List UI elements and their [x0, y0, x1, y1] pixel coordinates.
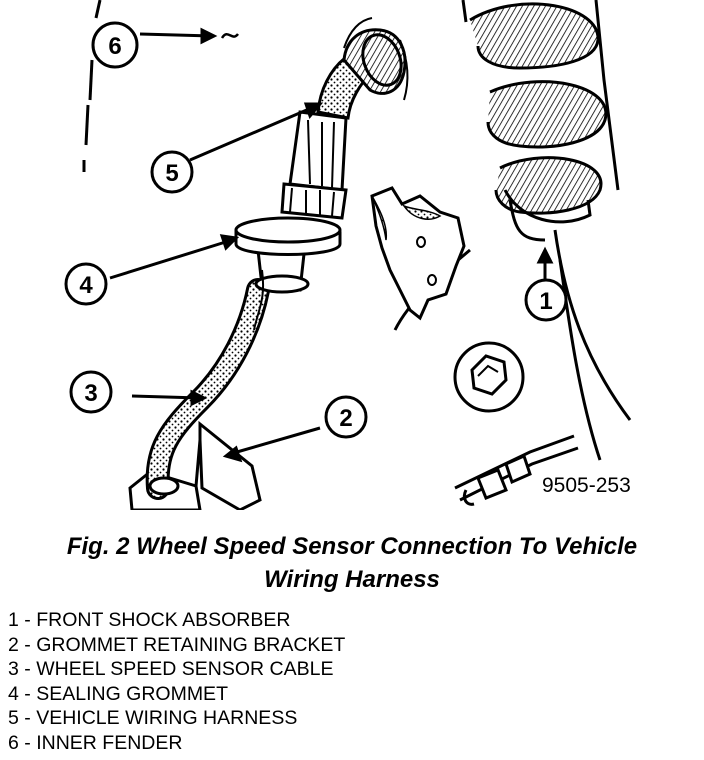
legend-number: 6 [8, 731, 19, 754]
legend-label: GROMMET RETAINING BRACKET [36, 633, 346, 656]
inner-fender-edge [82, 0, 102, 172]
legend-item: 5 - VEHICLE WIRING HARNESS [8, 706, 345, 731]
legend-separator: - [24, 682, 31, 705]
legend-item: 2 - GROMMET RETAINING BRACKET [8, 633, 345, 658]
figure-caption: Fig. 2 Wheel Speed Sensor Connection To … [0, 530, 704, 596]
callout-4-number: 4 [79, 272, 93, 299]
callout-6: 6 [91, 21, 139, 69]
legend-label: INNER FENDER [36, 731, 183, 754]
callout-4: 4 [64, 262, 108, 306]
legend-number: 4 [8, 682, 19, 705]
callout-6-number: 6 [108, 33, 121, 60]
callout-2: 2 [324, 395, 368, 439]
legend-label: VEHICLE WIRING HARNESS [36, 707, 298, 730]
legend-number: 2 [8, 633, 19, 656]
brake-line-fitting [454, 434, 579, 506]
legend-number: 3 [8, 658, 19, 681]
callout-1-number: 1 [539, 288, 552, 315]
legend-item: 6 - INNER FENDER [8, 731, 345, 756]
legend-item: 4 - SEALING GROMMET [8, 682, 345, 707]
figure-caption-line-1: Fig. 2 Wheel Speed Sensor Connection To … [66, 533, 638, 560]
legend-separator: - [24, 633, 31, 656]
fender-access-opening [370, 186, 466, 321]
callout-legend: 1 - FRONT SHOCK ABSORBER 2 - GROMMET RET… [8, 608, 345, 756]
legend-item: 3 - WHEEL SPEED SENSOR CABLE [8, 657, 345, 682]
legend-separator: - [24, 609, 31, 631]
legend-number: 5 [8, 707, 19, 730]
legend-label: WHEEL SPEED SENSOR CABLE [36, 658, 334, 681]
front-shock-absorber [469, 2, 608, 242]
mounting-bolt [453, 341, 525, 413]
callout-leaders [109, 27, 554, 463]
legend-label: SEALING GROMMET [36, 682, 228, 705]
figure-caption-line-2: Wiring Harness [264, 566, 440, 593]
legend-separator: - [24, 658, 31, 681]
legend-separator: - [24, 731, 31, 754]
legend-item: 1 - FRONT SHOCK ABSORBER [8, 608, 345, 633]
sealing-grommet [234, 216, 342, 331]
callout-5-number: 5 [165, 160, 178, 187]
figure-reference-code: 9505-253 [542, 474, 631, 497]
legend-label: FRONT SHOCK ABSORBER [36, 609, 291, 631]
sensor-connection-illustration: 6 5 4 3 2 1 9505-253 [64, 0, 632, 510]
callout-5: 5 [150, 150, 194, 194]
legend-separator: - [24, 707, 31, 730]
callout-3-number: 3 [84, 380, 97, 407]
callout-2-number: 2 [339, 405, 352, 432]
callout-3: 3 [69, 370, 113, 414]
vehicle-wiring-harness [280, 17, 409, 220]
callout-1: 1 [524, 278, 568, 322]
legend-number: 1 [8, 609, 19, 631]
